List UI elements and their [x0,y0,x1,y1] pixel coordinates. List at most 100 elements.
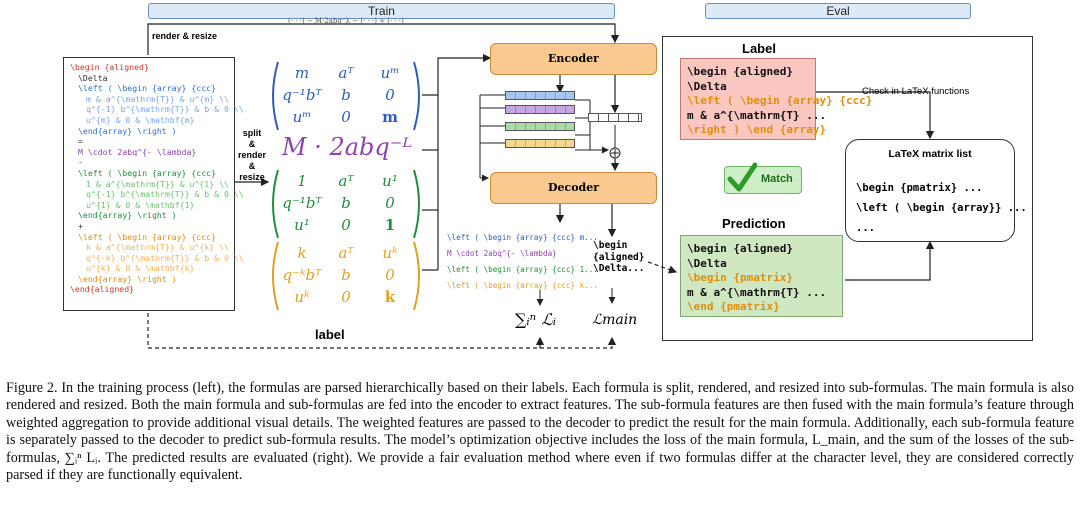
feature-yellow [505,139,575,148]
code-line: u^{1} & 0 & \mathbf{1} [86,199,195,210]
matrix-cell: 0 [341,216,351,234]
matrix-cell: aᵀ [338,244,354,262]
matrix-cell: 0 [341,288,351,306]
code-line: \end{aligned} [70,284,135,295]
decoder-block: Decoder [490,172,657,204]
matrix-cell: m [294,64,310,82]
loss-main: ℒmain [592,312,638,328]
code-line: \left ( \begin {array} {ccc} [78,231,217,242]
matrix-cell: q⁻¹bᵀ [282,86,322,104]
matrix-cell: u¹ [294,216,310,234]
encoder-block: Encoder [490,43,657,75]
code-line: + [78,220,83,231]
code-line: M \cdot 2abq^{- \lambda} [78,146,197,157]
code-line: q^{-k} b^{\mathrm{T}} & b & 0 \\ [86,252,244,263]
matrix-cell: 1 [297,172,307,190]
matrix-cell: 0 [385,266,395,284]
feature-main [588,113,642,122]
feature-purple [505,105,575,114]
label-panel: \begin {aligned}\Delta\left ( \begin {ar… [680,58,873,140]
matrix-cell: 0 [341,108,351,126]
label-dashed-arrow [147,292,545,349]
matrix-cell: b [341,86,351,104]
matrix-cell: k [297,244,307,262]
check-text: Check in LaTeX functions [862,86,970,97]
panel-line: \end {pmatrix} [687,300,780,313]
matrix-cell: 1 [384,216,396,234]
panel-line: \Delta [687,256,727,270]
code-line: m & a^{\mathrm{T}} & u^{m} \\ [86,93,229,104]
decoder-output-line: \left ( \begin {array} {ccc} k... [447,281,598,290]
code-line: - [78,157,83,168]
matrix-cell: 0 [385,194,395,212]
panel-line: \left ( \begin {array} {ccc} [687,94,873,107]
blue-matrix: m aᵀ uᵐ q⁻¹bᵀ b 0 uᵐ 0 m [268,60,424,132]
panel-line: \begin {aligned} [687,65,793,78]
split-render-label: split & render & resize [237,128,266,182]
matrix-cell: uᵏ [294,288,310,306]
green-matrix: 1 aᵀ u¹ q⁻¹bᵀ b 0 u¹ 0 1 [268,168,424,240]
prediction-panel: \begin {aligned}\Delta\begin {pmatrix}m … [680,235,843,317]
checkmark-icon [727,162,757,192]
matrix-cell: b [341,194,351,212]
panel-line: m & a^{\mathrm{T} ... [687,108,827,122]
matrix-list-item: \left ( \begin {array}} ... [856,202,1027,214]
code-line: \end{array} \right ) [78,273,177,284]
code-line: \left ( \begin {array} {ccc} [78,167,217,178]
code-line: u^{k} & 0 & \mathbf{k} [86,263,195,274]
matrix-cell: aᵀ [338,64,354,82]
matrix-cell: aᵀ [338,172,354,190]
matrix-cell: u¹ [382,172,398,190]
panel-line: \right ) \end {array} [687,123,827,136]
feature-blue [505,91,575,100]
panel-line: m & a^{\mathrm{T} ... [687,285,827,299]
match-label: Match [761,173,793,185]
code-line: q^{-1} b^{\mathrm{T}} & b & 0 \\ [86,189,244,200]
loss-sub: ∑ᵢⁿ ℒᵢ [515,310,556,329]
code-line: \end{array} \right ) [78,210,177,221]
code-line: u^{m} & 0 & \mathbf{m} [86,114,195,125]
label-bottom-text: label [315,327,345,342]
render-resize-arrow [147,23,620,55]
code-line: 1 & a^{\mathrm{T}} & u^{1} \\ [86,178,229,189]
match-badge: Match [724,162,802,194]
code-line: = [78,136,83,147]
decoder-output-line: \left ( \begin {array} {ccc} 1... [447,265,598,274]
feature-green [505,122,575,131]
latex-code-box: \begin {aligned}\Delta\left ( \begin {ar… [63,57,244,311]
top-rendered-formula: (· · ·) − M·2abq⁻λ − (· · ·) + (· · ·) [288,17,404,25]
prediction-title: Prediction [722,216,786,231]
matrix-cell: uᵏ [382,244,398,262]
panel-line: \begin {aligned} [687,242,793,255]
render-resize-label: render & resize [152,31,218,41]
code-line: k & a^{\mathrm{T}} & u^{k} \\ [86,242,229,253]
matrix-cell: uᵐ [380,64,400,82]
matrix-to-encoder [422,53,492,96]
code-line: \begin {aligned} [70,62,149,72]
connector-lines [147,23,935,349]
matrix-list-item: \begin {pmatrix} ... [856,182,983,194]
matrix-cell: q⁻ᵏbᵀ [282,266,322,284]
matrix-list-title: LaTeX matrix list [888,148,972,160]
matrix-cell: b [341,266,351,284]
eval-header: Eval [705,3,971,19]
panel-line: \begin {pmatrix} [687,271,793,284]
code-line: \Delta [78,72,108,83]
decoder-outputs: \left ( \begin {array} {ccc} m... M \cdot… [447,230,598,294]
matrix-cell: m [382,108,398,126]
code-line: \left ( \begin {array} {ccc} [78,83,217,94]
decoder-output-line: M \cdot 2abq^{- \lambda} [447,249,557,258]
figure-caption: Figure 2. In the training process (left)… [6,380,1074,484]
code-line: \end{array} \right ) [78,125,177,136]
eval-frame [662,36,1033,341]
panel-line: \Delta [687,79,727,93]
middle-formula: M · 2abq⁻ᴸ [282,133,413,161]
matrix-cell: 0 [385,86,395,104]
matrix-list-box: LaTeX matrix list \begin {pmatrix} ... \l… [845,139,1027,242]
code-line: q^{-1} b^{\mathrm{T}} & b & 0 \\ [86,104,244,115]
matrix-cell: q⁻¹bᵀ [282,194,322,212]
decoder-output-line: \left ( \begin {array} {ccc} m... [447,233,598,242]
eval-label-title: Label [742,41,776,56]
matrix-cell: uᵐ [292,108,312,126]
